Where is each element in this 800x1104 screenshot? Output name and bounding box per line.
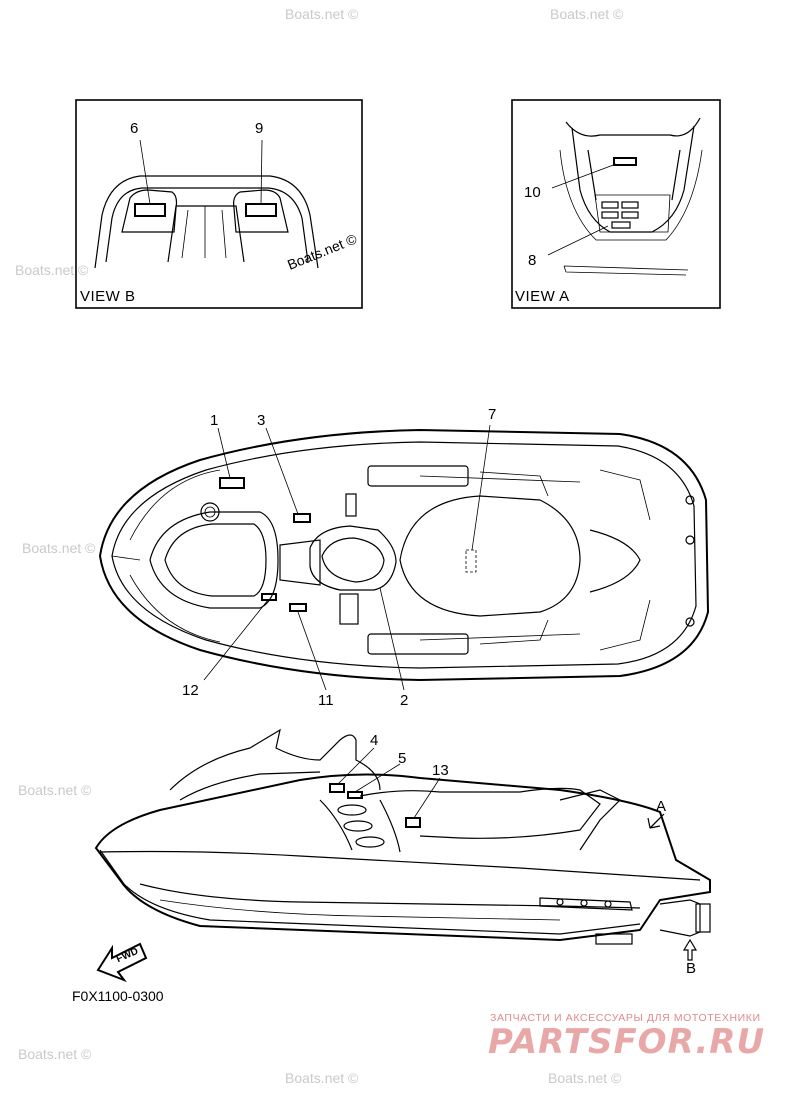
top-view-hull xyxy=(98,424,710,691)
callout-11: 11 xyxy=(318,692,334,709)
callout-7: 7 xyxy=(488,406,497,423)
watermark: Boats.net © xyxy=(15,262,89,278)
decal-11 xyxy=(289,603,307,612)
callout-13: 13 xyxy=(432,762,449,779)
decal-5 xyxy=(347,791,363,799)
arrow-a-label: A xyxy=(656,798,667,815)
callout-2: 2 xyxy=(400,692,409,709)
view-a-stern xyxy=(547,117,703,276)
decal-13 xyxy=(405,817,421,828)
callout-9: 9 xyxy=(255,120,264,137)
arrow-b-label: B xyxy=(686,960,697,977)
view-a-label: VIEW A xyxy=(515,288,570,305)
watermark: Boats.net © xyxy=(18,782,92,798)
callout-6: 6 xyxy=(130,120,139,137)
decal-4 xyxy=(329,783,345,793)
callout-10: 10 xyxy=(524,184,541,201)
watermark: Boats.net © xyxy=(18,1046,92,1062)
decal-6 xyxy=(134,203,166,217)
figure-code: F0X1100-0300 xyxy=(72,988,164,1004)
fwd-arrow-icon xyxy=(96,942,148,983)
brand-logo: PARTSFOR.RU xyxy=(488,1022,766,1062)
decal-9 xyxy=(245,203,277,217)
decal-12 xyxy=(261,593,277,601)
watermark: Boats.net © xyxy=(285,6,359,22)
callout-4: 4 xyxy=(370,732,379,749)
decal-10 xyxy=(613,157,637,166)
decal-1 xyxy=(219,477,245,489)
view-b-frame xyxy=(75,99,363,309)
view-b-label: VIEW B xyxy=(80,288,136,305)
view-b-seat-rear xyxy=(94,139,319,269)
callout-5: 5 xyxy=(398,750,407,767)
watermark: Boats.net © xyxy=(22,540,96,556)
view-a-arrow-icon xyxy=(647,813,665,829)
callout-3: 3 xyxy=(257,412,266,429)
brand-tagline: ЗАПЧАСТИ И АКСЕССУАРЫ ДЛЯ МОТОТЕХНИКИ xyxy=(490,1012,761,1024)
callout-8: 8 xyxy=(528,252,537,269)
watermark: Boats.net © xyxy=(548,1070,622,1086)
side-view-hull xyxy=(94,728,711,983)
callout-12: 12 xyxy=(182,682,199,699)
watermark: Boats.net © xyxy=(285,1070,359,1086)
decal-7 xyxy=(465,549,477,573)
callout-1: 1 xyxy=(210,412,219,429)
view-b-arrow-icon xyxy=(682,938,698,961)
view-a-frame xyxy=(511,99,721,309)
watermark: Boats.net © xyxy=(550,6,624,22)
decal-3 xyxy=(293,513,311,523)
